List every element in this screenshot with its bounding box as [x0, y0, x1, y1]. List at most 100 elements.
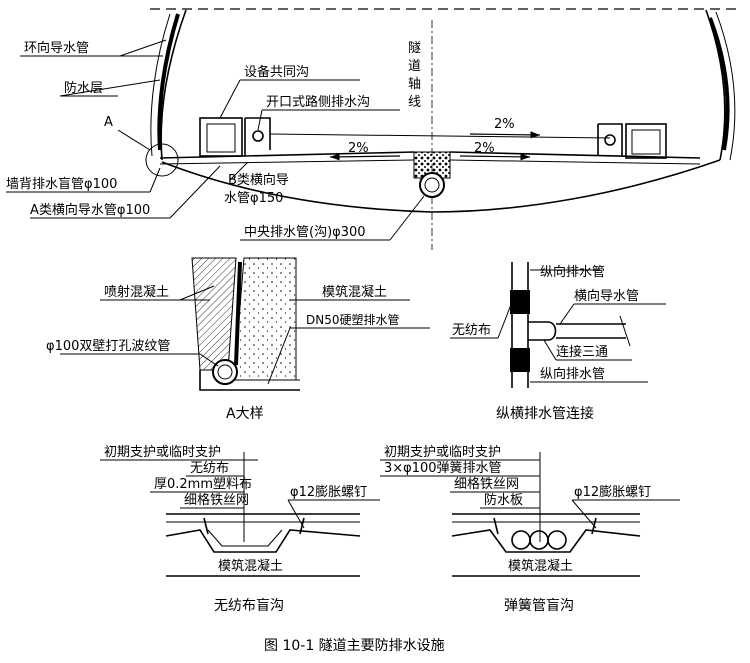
axis-char-4: 线 [408, 95, 421, 110]
tee-branch [528, 321, 557, 341]
detail-a: 喷射混凝土 模筑混凝土 DN50硬塑排水管 φ100双壁打孔波纹管 A大样 [46, 257, 430, 422]
left-ditch-pipe [252, 130, 264, 142]
shotcrete-leader-2 [179, 285, 215, 301]
detail-a-caption: A大样 [226, 406, 264, 422]
nonwoven-ditch: 初期支护或临时支护 无纺布 厚0.2mm塑料布 细格铁丝网 φ12膨胀螺钉 模筑… [100, 445, 380, 614]
detail-a-corrugated-pipe [212, 359, 238, 385]
slope-arrow-left [329, 153, 401, 161]
detail-a-waterproof [234, 261, 242, 366]
cable-trench-label: 设备共同沟 [244, 64, 309, 80]
road-surface-left [159, 151, 415, 159]
figure-caption: 图 10-1 隧道主要防排水设施 [264, 638, 445, 654]
detail-a-circle [145, 143, 179, 177]
nw-bolt-2 [299, 517, 305, 535]
nonwoven-label: 无纺布 [452, 323, 491, 338]
sp-bolt-label: φ12膨胀螺钉 [574, 485, 651, 500]
sp-layer-4: 防水板 [484, 492, 523, 508]
side-ditch-leader [257, 109, 263, 131]
upper-slope-line [269, 133, 611, 139]
slope-arrow-upper [469, 131, 541, 139]
sp-caption: 弹簧管盲沟 [504, 597, 574, 614]
spring-pipe-3 [547, 530, 567, 550]
detail-a-shotcrete [191, 257, 237, 371]
ring-drain-label: 环向导水管 [24, 40, 89, 56]
axis-char-3: 轴 [408, 77, 421, 92]
right-cable-trench-inner [631, 129, 661, 155]
left-waterproof-layer [157, 13, 180, 151]
sp-layer-2: 3×φ100弹簧排水管 [384, 460, 502, 476]
tee-label: 连接三通 [556, 344, 608, 360]
detail-marker-label: A [104, 115, 113, 130]
nw-layer-2: 无纺布 [190, 461, 229, 476]
road-surface-right-lower [449, 159, 701, 165]
nw-layer-4: 细格铁丝网 [184, 492, 249, 508]
spring-ditch: 初期支护或临时支护 3×φ100弹簧排水管 细格铁丝网 防水板 φ12膨胀螺钉 … [380, 445, 680, 614]
left-lining-inner [150, 13, 171, 157]
nw-caption: 无纺布盲沟 [214, 597, 284, 614]
b-pipe-leader [229, 161, 249, 181]
a-pipe-leader-2 [169, 165, 221, 219]
invert-curve [161, 159, 721, 213]
road-surface-right [449, 151, 701, 159]
cast-concrete-label: 模筑混凝土 [322, 284, 387, 300]
b-pipe-label-2: 水管φ150 [224, 191, 283, 206]
dn50-leader-2 [267, 327, 291, 385]
nw-concrete-label: 模筑混凝土 [218, 558, 283, 574]
central-drain-leader-2 [389, 195, 425, 241]
sp-concrete-label: 模筑混凝土 [508, 558, 573, 574]
corrugated-leader-2 [199, 353, 219, 367]
wall-pipe-leader-2 [149, 167, 161, 193]
nw-layer-1: 初期支护或临时支护 [104, 445, 221, 460]
spring-pipe-1 [511, 530, 531, 550]
pipe-connection-caption: 纵横排水管连接 [496, 405, 594, 422]
corrugated-label: φ100双壁打孔波纹管 [46, 339, 170, 354]
central-drain-pipe [419, 172, 445, 198]
sp-layer-3: 细格铁丝网 [454, 476, 519, 492]
ring-drain-leader-2 [119, 39, 167, 57]
tee-leader [543, 339, 557, 361]
left-cable-trench-inner [206, 123, 236, 153]
transverse-leader [559, 303, 575, 325]
nw-layer-3: 厚0.2mm塑料布 [154, 477, 252, 492]
transverse-break [619, 315, 631, 347]
slope-left-label: 2% [348, 141, 369, 156]
nonwoven-wrap-bottom [510, 348, 530, 372]
cable-trench-leader [219, 79, 241, 119]
longitudinal-bottom-label: 纵向排水管 [540, 366, 605, 382]
sp-bolt-leader [571, 499, 597, 529]
nw-bolt-leader [287, 499, 305, 529]
nonwoven-leader-2 [497, 301, 513, 339]
b-pipe-label-1: B类横向导 [228, 172, 289, 188]
nw-bolt-label: φ12膨胀螺钉 [290, 485, 367, 500]
pipe-connection: 纵向排水管 横向导水管 无纺布 连接三通 纵向排水管 纵横排水管连接 [450, 262, 666, 422]
sp-bolt-1 [493, 517, 499, 535]
spring-pipe-2 [529, 530, 549, 550]
waterproof-leader [59, 79, 161, 97]
detail-a-concrete [233, 257, 297, 381]
detail-a-leader [117, 129, 151, 151]
slope-right-label: 2% [474, 141, 495, 156]
longitudinal-top-label: 纵向排水管 [540, 264, 605, 280]
shotcrete-label: 喷射混凝土 [104, 284, 169, 300]
left-cable-trench [199, 117, 243, 157]
right-side-ditch [597, 123, 623, 156]
dn50-label: DN50硬塑排水管 [306, 312, 400, 327]
axis-char-1: 隧 [408, 40, 421, 56]
a-pipe-label: A类横向导水管φ100 [30, 202, 150, 218]
central-drain-label: 中央排水管(沟)φ300 [244, 225, 366, 240]
detail-a-pipe-inner [217, 364, 233, 380]
left-side-ditch [244, 117, 271, 156]
sp-ditch-shape [451, 529, 641, 553]
nw-ditch-shape [165, 529, 361, 553]
axis-char-2: 道 [408, 59, 421, 74]
right-waterproof-layer [708, 17, 730, 151]
open-side-ditch-label: 开口式路侧排水沟 [266, 94, 370, 110]
road-surface-left-lower [159, 159, 415, 165]
wall-blind-pipe-label: 墙背排水盲管φ100 [6, 176, 117, 192]
slope-upper-label: 2% [494, 117, 515, 132]
nw-ditch-inner [207, 529, 283, 547]
slope-arrow-right [459, 153, 531, 161]
waterproof-layer-label: 防水层 [64, 80, 103, 96]
right-cable-trench [625, 123, 667, 159]
central-drain-pipe-inner [424, 177, 440, 193]
